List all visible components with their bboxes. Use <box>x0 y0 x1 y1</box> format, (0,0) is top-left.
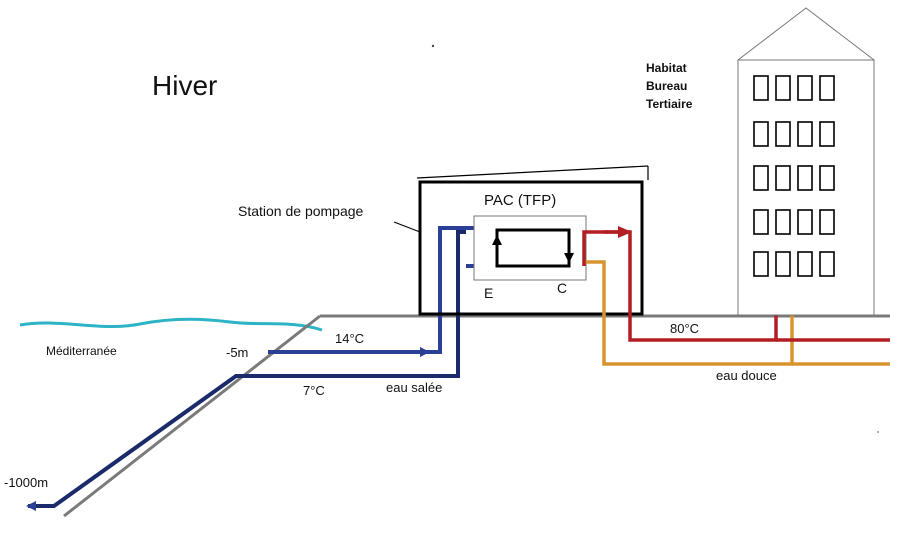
building-window <box>819 75 835 101</box>
building-windows <box>753 75 835 277</box>
hot-temperature-label: 80°C <box>670 321 699 336</box>
intake-temperature-label: 14°C <box>335 331 364 346</box>
pumping-station <box>416 165 649 316</box>
fresh-water-label: eau douce <box>716 368 777 383</box>
building-window <box>819 121 835 147</box>
building-window <box>819 209 835 235</box>
building-window <box>797 251 813 277</box>
ground <box>63 314 890 518</box>
building-window <box>819 251 835 277</box>
heat-pump-label: PAC (TFP) <box>484 192 556 209</box>
building-window <box>797 209 813 235</box>
building-window <box>753 121 769 147</box>
deep-salt-pipe <box>26 230 466 511</box>
building-window <box>775 121 791 147</box>
building <box>737 7 875 316</box>
speck <box>431 44 435 48</box>
sea-surface-line <box>19 317 323 332</box>
depth-deep-label: -1000m <box>4 475 48 490</box>
condenser-label: C <box>557 280 567 296</box>
building-window <box>797 165 813 191</box>
building-window <box>753 251 769 277</box>
depth-shallow-label: -5m <box>226 345 248 360</box>
salt-water-label: eau salée <box>386 380 442 395</box>
sea-label: Méditerranée <box>46 344 117 358</box>
building-label-line-2: Bureau <box>646 79 687 93</box>
building-window <box>753 209 769 235</box>
station-leader-line <box>393 221 421 233</box>
building-window <box>797 75 813 101</box>
building-window <box>753 75 769 101</box>
station-label: Station de pompage <box>238 203 364 219</box>
building-window <box>753 165 769 191</box>
building-window <box>775 165 791 191</box>
building-window <box>775 251 791 277</box>
building-window <box>775 209 791 235</box>
heat-pump-unit <box>473 215 587 281</box>
building-window <box>797 121 813 147</box>
evaporator-label: E <box>484 285 493 301</box>
return-temperature-label: 7°C <box>303 383 325 398</box>
diagram-title: Hiver <box>152 70 217 101</box>
building-label-line-3: Tertiaire <box>646 97 693 111</box>
speck <box>877 431 879 433</box>
building-window <box>775 75 791 101</box>
building-label-line-1: Habitat <box>646 61 687 75</box>
building-window <box>819 165 835 191</box>
